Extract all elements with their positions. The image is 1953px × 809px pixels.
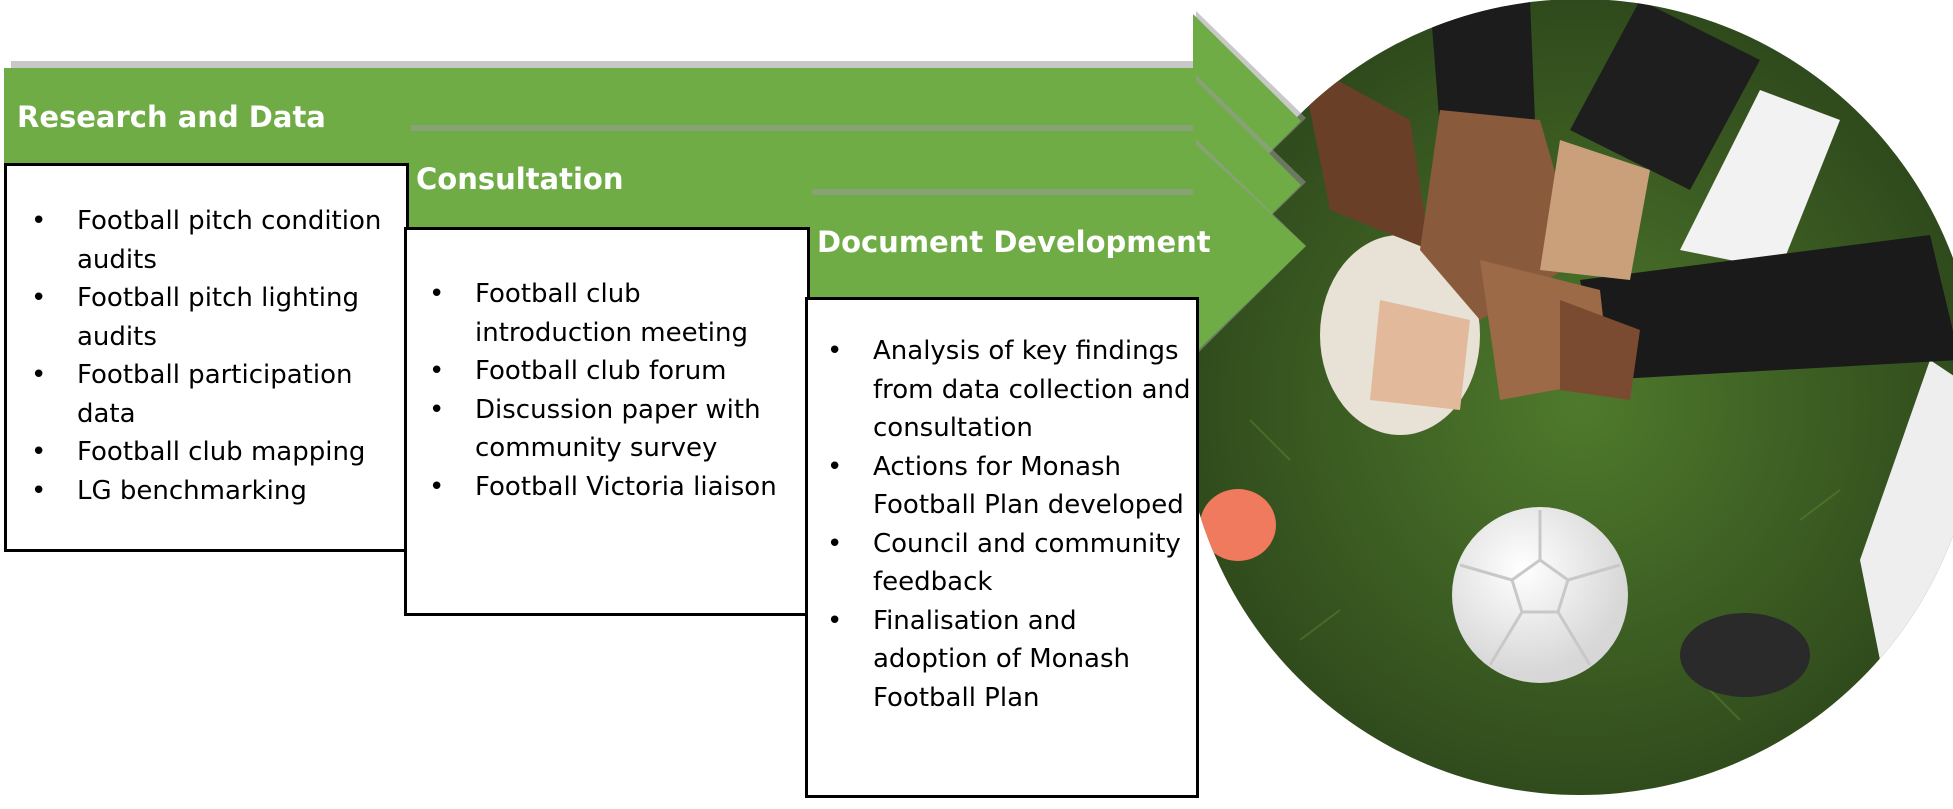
list-item: Discussion paper with community survey — [429, 391, 795, 468]
research-items-box: Football pitch condition audits Football… — [4, 163, 409, 552]
development-items-list: Analysis of key findings from data colle… — [827, 332, 1191, 718]
list-item: Football club introduction meeting — [429, 275, 795, 352]
research-arrow — [4, 11, 1306, 228]
list-item: Football pitch lighting audits — [31, 279, 397, 356]
list-item: LG benchmarking — [31, 472, 397, 511]
list-item: Football pitch condition audits — [31, 202, 397, 279]
list-item: Analysis of key findings from data colle… — [827, 332, 1191, 448]
research-items-list: Football pitch condition audits Football… — [31, 202, 397, 511]
consultation-arrow — [404, 75, 1306, 292]
development-items-box: Analysis of key findings from data colle… — [805, 297, 1199, 798]
consultation-items-list: Football club introduction meeting Footb… — [429, 275, 795, 507]
list-item: Football club forum — [429, 352, 795, 391]
list-item: Finalisation and adoption of Monash Foot… — [827, 602, 1191, 718]
list-item: Actions for Monash Football Plan develop… — [827, 448, 1191, 525]
list-item: Football club mapping — [31, 433, 397, 472]
list-item: Football Victoria liaison — [429, 468, 795, 507]
list-item: Football participation data — [31, 356, 397, 433]
stage-title-research: Research and Data — [17, 100, 326, 134]
list-item: Council and community feedback — [827, 525, 1191, 602]
stage-title-consultation: Consultation — [416, 162, 624, 196]
consultation-items-box: Football club introduction meeting Footb… — [404, 227, 810, 616]
stage-title-development: Document Development — [817, 225, 1211, 259]
